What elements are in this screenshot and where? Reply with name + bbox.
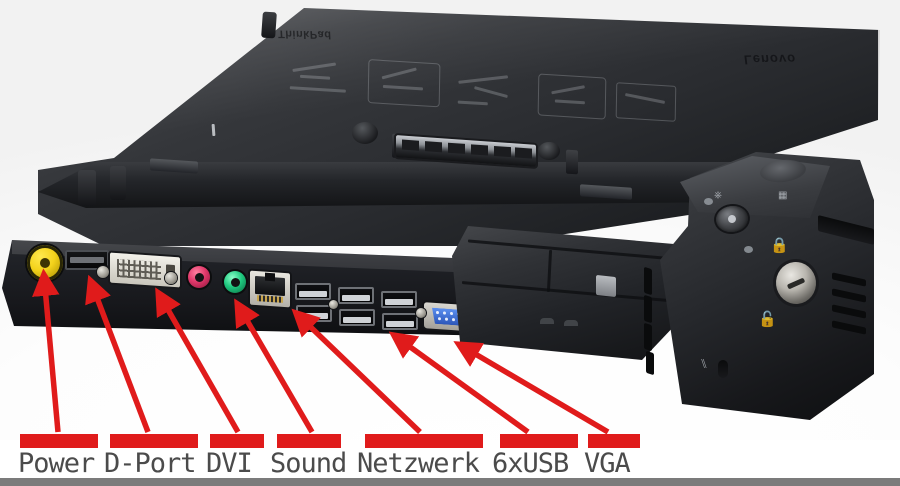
usb-tongue (343, 317, 371, 323)
padlock-locked-icon: 🔒 (770, 237, 789, 254)
power-jack-hole (40, 258, 50, 268)
alignment-knob-left (352, 122, 378, 144)
annotation-label-sound: Sound (270, 448, 347, 479)
cable-lock-icon: ⑊ (700, 356, 708, 371)
cable-lock-slot (718, 360, 728, 378)
dock-status-led (744, 246, 753, 253)
pictogram-2 (367, 59, 441, 108)
power-button-glyph (727, 214, 737, 224)
usb-tongue (299, 291, 327, 297)
headphone-jack-port[interactable] (224, 271, 246, 293)
annotation-label-d-port: D-Port (104, 448, 197, 479)
usb-port-6[interactable] (382, 313, 418, 330)
microphone-jack-port[interactable] (188, 266, 210, 288)
usb-tongue (342, 295, 370, 301)
padlock-unlocked-icon: 🔓 (758, 311, 777, 328)
alignment-knob-right (538, 142, 560, 160)
microphone-jack-hole (194, 272, 204, 282)
lenovo-logo: Lenovo (742, 51, 797, 68)
dock-hook-left (78, 170, 96, 206)
usb-port-5[interactable] (339, 309, 375, 326)
usb-tongue (386, 321, 414, 327)
tray-release-tab[interactable] (596, 274, 616, 298)
ethernet-port[interactable] (250, 270, 290, 308)
pictogram-3 (452, 66, 529, 115)
pictogram-1 (282, 56, 357, 104)
annotation-label-vga: VGA (584, 448, 631, 479)
usb-panel-screw (329, 300, 338, 309)
power-symbol-icon: ⎈ (714, 190, 722, 201)
tray-notch-b (564, 320, 578, 326)
headphone-jack-hole (230, 277, 240, 287)
usb-port-3[interactable] (381, 291, 417, 308)
tray-notch-a (540, 318, 554, 324)
annotation-label-6xusb: 6xUSB (492, 448, 569, 479)
riser-vent-3 (644, 322, 652, 352)
pictogram-4 (537, 73, 607, 120)
dock-status-icon: ▦ (778, 190, 788, 201)
usb-tongue (300, 313, 328, 319)
pictogram-5 (615, 82, 677, 122)
dock-hook-mid (110, 166, 126, 200)
annotation-label-netzwerk: Netzwerk (357, 448, 480, 479)
ethernet-mouth (255, 275, 285, 297)
product-photo: Lenovo ThinkPad (0, 0, 900, 440)
connector-guide-right (566, 149, 578, 175)
displayport-port[interactable] (65, 250, 109, 270)
usb-port-4[interactable] (296, 305, 332, 322)
power-led (704, 198, 713, 205)
ethernet-contacts (257, 295, 283, 303)
annotation-label-power: Power (18, 448, 95, 479)
usb-port-1[interactable] (295, 283, 331, 300)
dvi-screw-right (165, 272, 177, 284)
dvi-screw-left (97, 266, 109, 278)
thinkpad-logo: ThinkPad (277, 27, 332, 41)
riser-vent-1 (644, 266, 652, 296)
riser-vent-4 (646, 350, 654, 376)
dock-top-bevel (38, 162, 758, 208)
displayport-slot (70, 257, 104, 263)
riser-vent-2 (644, 294, 652, 324)
usb-port-2[interactable] (338, 287, 374, 304)
dvi-pin-array (117, 259, 161, 281)
annotation-label-dvi: DVI (206, 448, 253, 479)
power-jack-port[interactable] (27, 245, 63, 281)
vga-screw-left (416, 308, 426, 318)
footer-bar (0, 478, 900, 486)
usb-tongue (385, 299, 413, 305)
key-lock-slot (786, 277, 806, 289)
dock-hook-rear (261, 11, 277, 39)
